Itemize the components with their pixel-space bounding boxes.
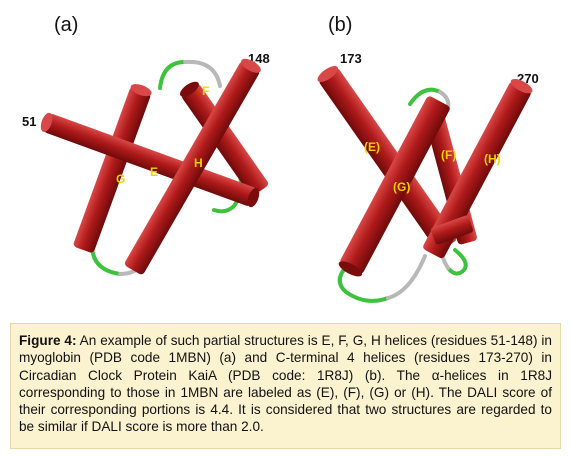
panel-b-structure: (E) (F) (H) (G): [317, 65, 533, 303]
helix-f-a: [179, 81, 269, 196]
helix-label-h-b: (H): [484, 152, 501, 166]
helix-short-b: [430, 215, 474, 245]
loop-a-top-gray: [183, 59, 222, 88]
helix-label-f-b: (F): [441, 148, 456, 162]
structure-drawing: F G E H: [40, 58, 533, 303]
helix-label-h-a: H: [194, 156, 203, 170]
loop-b-top: [408, 87, 442, 106]
helix-label-g-b: (G): [393, 180, 410, 194]
figure-caption-label: Figure 4:: [19, 333, 77, 348]
panel-b-label: (b): [328, 14, 353, 36]
panel-a-structure: F G E H: [40, 58, 269, 276]
panel-a-label: (a): [54, 14, 79, 36]
helix-e-b: [317, 65, 457, 252]
helix-label-e-b: (E): [364, 140, 380, 154]
loop-a-bottom: [90, 243, 122, 276]
residue-start-label-a: 51: [22, 114, 37, 129]
helix-g-a: [73, 84, 152, 253]
helix-label-f-a: F: [202, 84, 209, 98]
figure-caption-text: An example of such partial structures is…: [19, 333, 552, 435]
helix-label-e-a: E: [150, 165, 158, 179]
figure-caption: Figure 4: An example of such partial str…: [10, 323, 561, 449]
loop-b-bottom-gray: [386, 254, 427, 300]
helix-h-a: [124, 58, 261, 275]
residue-start-label-b: 173: [340, 51, 362, 66]
helix-label-g-a: G: [116, 172, 125, 186]
loop-b-right: [446, 248, 468, 276]
loop-b-bottom: [337, 266, 390, 303]
loop-a-top: [158, 60, 187, 90]
helix-g-b: [338, 96, 450, 277]
helix-e-a: [40, 112, 260, 208]
helix-h-b: [423, 78, 533, 259]
